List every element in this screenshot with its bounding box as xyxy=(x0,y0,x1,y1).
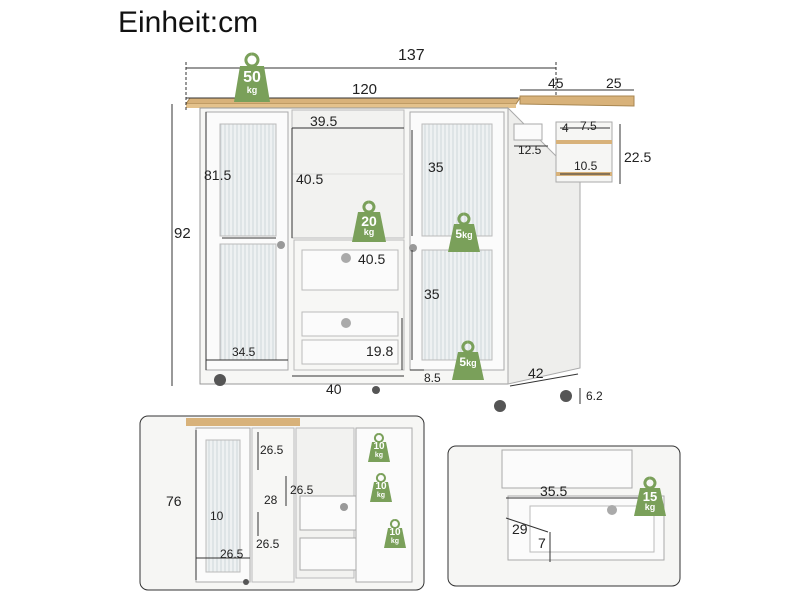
inset-right-dim-7: 7 xyxy=(538,535,546,551)
main-cabinet xyxy=(185,95,635,412)
dim-depth-42: 42 xyxy=(528,365,544,381)
weight-icon xyxy=(368,433,390,462)
inset-right-dim-35-5: 35.5 xyxy=(540,483,568,499)
inset-left-dim-26-5-c: 26.5 xyxy=(256,537,280,551)
weight-icon xyxy=(448,212,480,252)
weight-icon xyxy=(634,476,666,516)
dim-height-92: 92 xyxy=(174,225,191,242)
inset-left-dim-26-5-a: 26.5 xyxy=(260,443,284,457)
inset-right-weight-15: 15 kg xyxy=(642,489,658,512)
dim-top-width: 120 xyxy=(352,81,378,98)
dim-ext-45: 45 xyxy=(548,75,564,91)
weight-badge-5-bottom: 5kg xyxy=(459,355,477,369)
dim-rack-7-5: 7.5 xyxy=(580,119,597,133)
inset-left-dim-28: 28 xyxy=(264,493,278,507)
dim-shelf-39-5: 39.5 xyxy=(310,113,338,129)
dim-door-81-5: 81.5 xyxy=(204,167,232,183)
dim-wheel-6-2: 6.2 xyxy=(586,389,603,403)
dim-base-40: 40 xyxy=(326,381,342,397)
inset-right-panel xyxy=(447,445,681,587)
unit-title: Einheit:cm xyxy=(118,6,259,39)
weight-icon xyxy=(352,200,386,242)
weight-icon xyxy=(370,473,392,502)
dim-ext-25: 25 xyxy=(606,75,622,91)
dim-rack-4: 4 xyxy=(562,121,569,135)
weight-badge-20: 20 kg xyxy=(361,213,377,237)
weight-icon xyxy=(234,52,270,102)
inset-left-dim-26-5-b: 26.5 xyxy=(290,483,314,497)
weight-badge-5-top: 5kg xyxy=(455,227,473,241)
weight-icon xyxy=(452,340,484,380)
dim-rack-10-5: 10.5 xyxy=(574,159,598,173)
dim-rack-12-5: 12.5 xyxy=(518,143,542,157)
dim-base-34-5: 34.5 xyxy=(232,345,256,359)
dim-open-40-5: 40.5 xyxy=(296,171,324,187)
dim-rack-22-5: 22.5 xyxy=(624,149,652,165)
inset-left-dim-76: 76 xyxy=(166,493,182,509)
dimension-lines xyxy=(171,62,634,404)
inset-left-dim-10: 10 xyxy=(210,509,224,523)
inset-right-dim-29: 29 xyxy=(512,521,528,537)
weight-icon xyxy=(384,519,406,548)
dim-total-width: 137 xyxy=(398,47,425,64)
inset-left-dim-26-5-d: 26.5 xyxy=(220,547,244,561)
dim-drawer-19-8: 19.8 xyxy=(366,343,394,359)
weight-badge-50: 50 kg xyxy=(243,69,261,95)
dim-drawer-40-5: 40.5 xyxy=(358,251,386,267)
dim-base-8-5: 8.5 xyxy=(424,371,441,385)
dim-door-right-35-top: 35 xyxy=(428,159,444,175)
dim-door-right-35-bottom: 35 xyxy=(424,286,440,302)
